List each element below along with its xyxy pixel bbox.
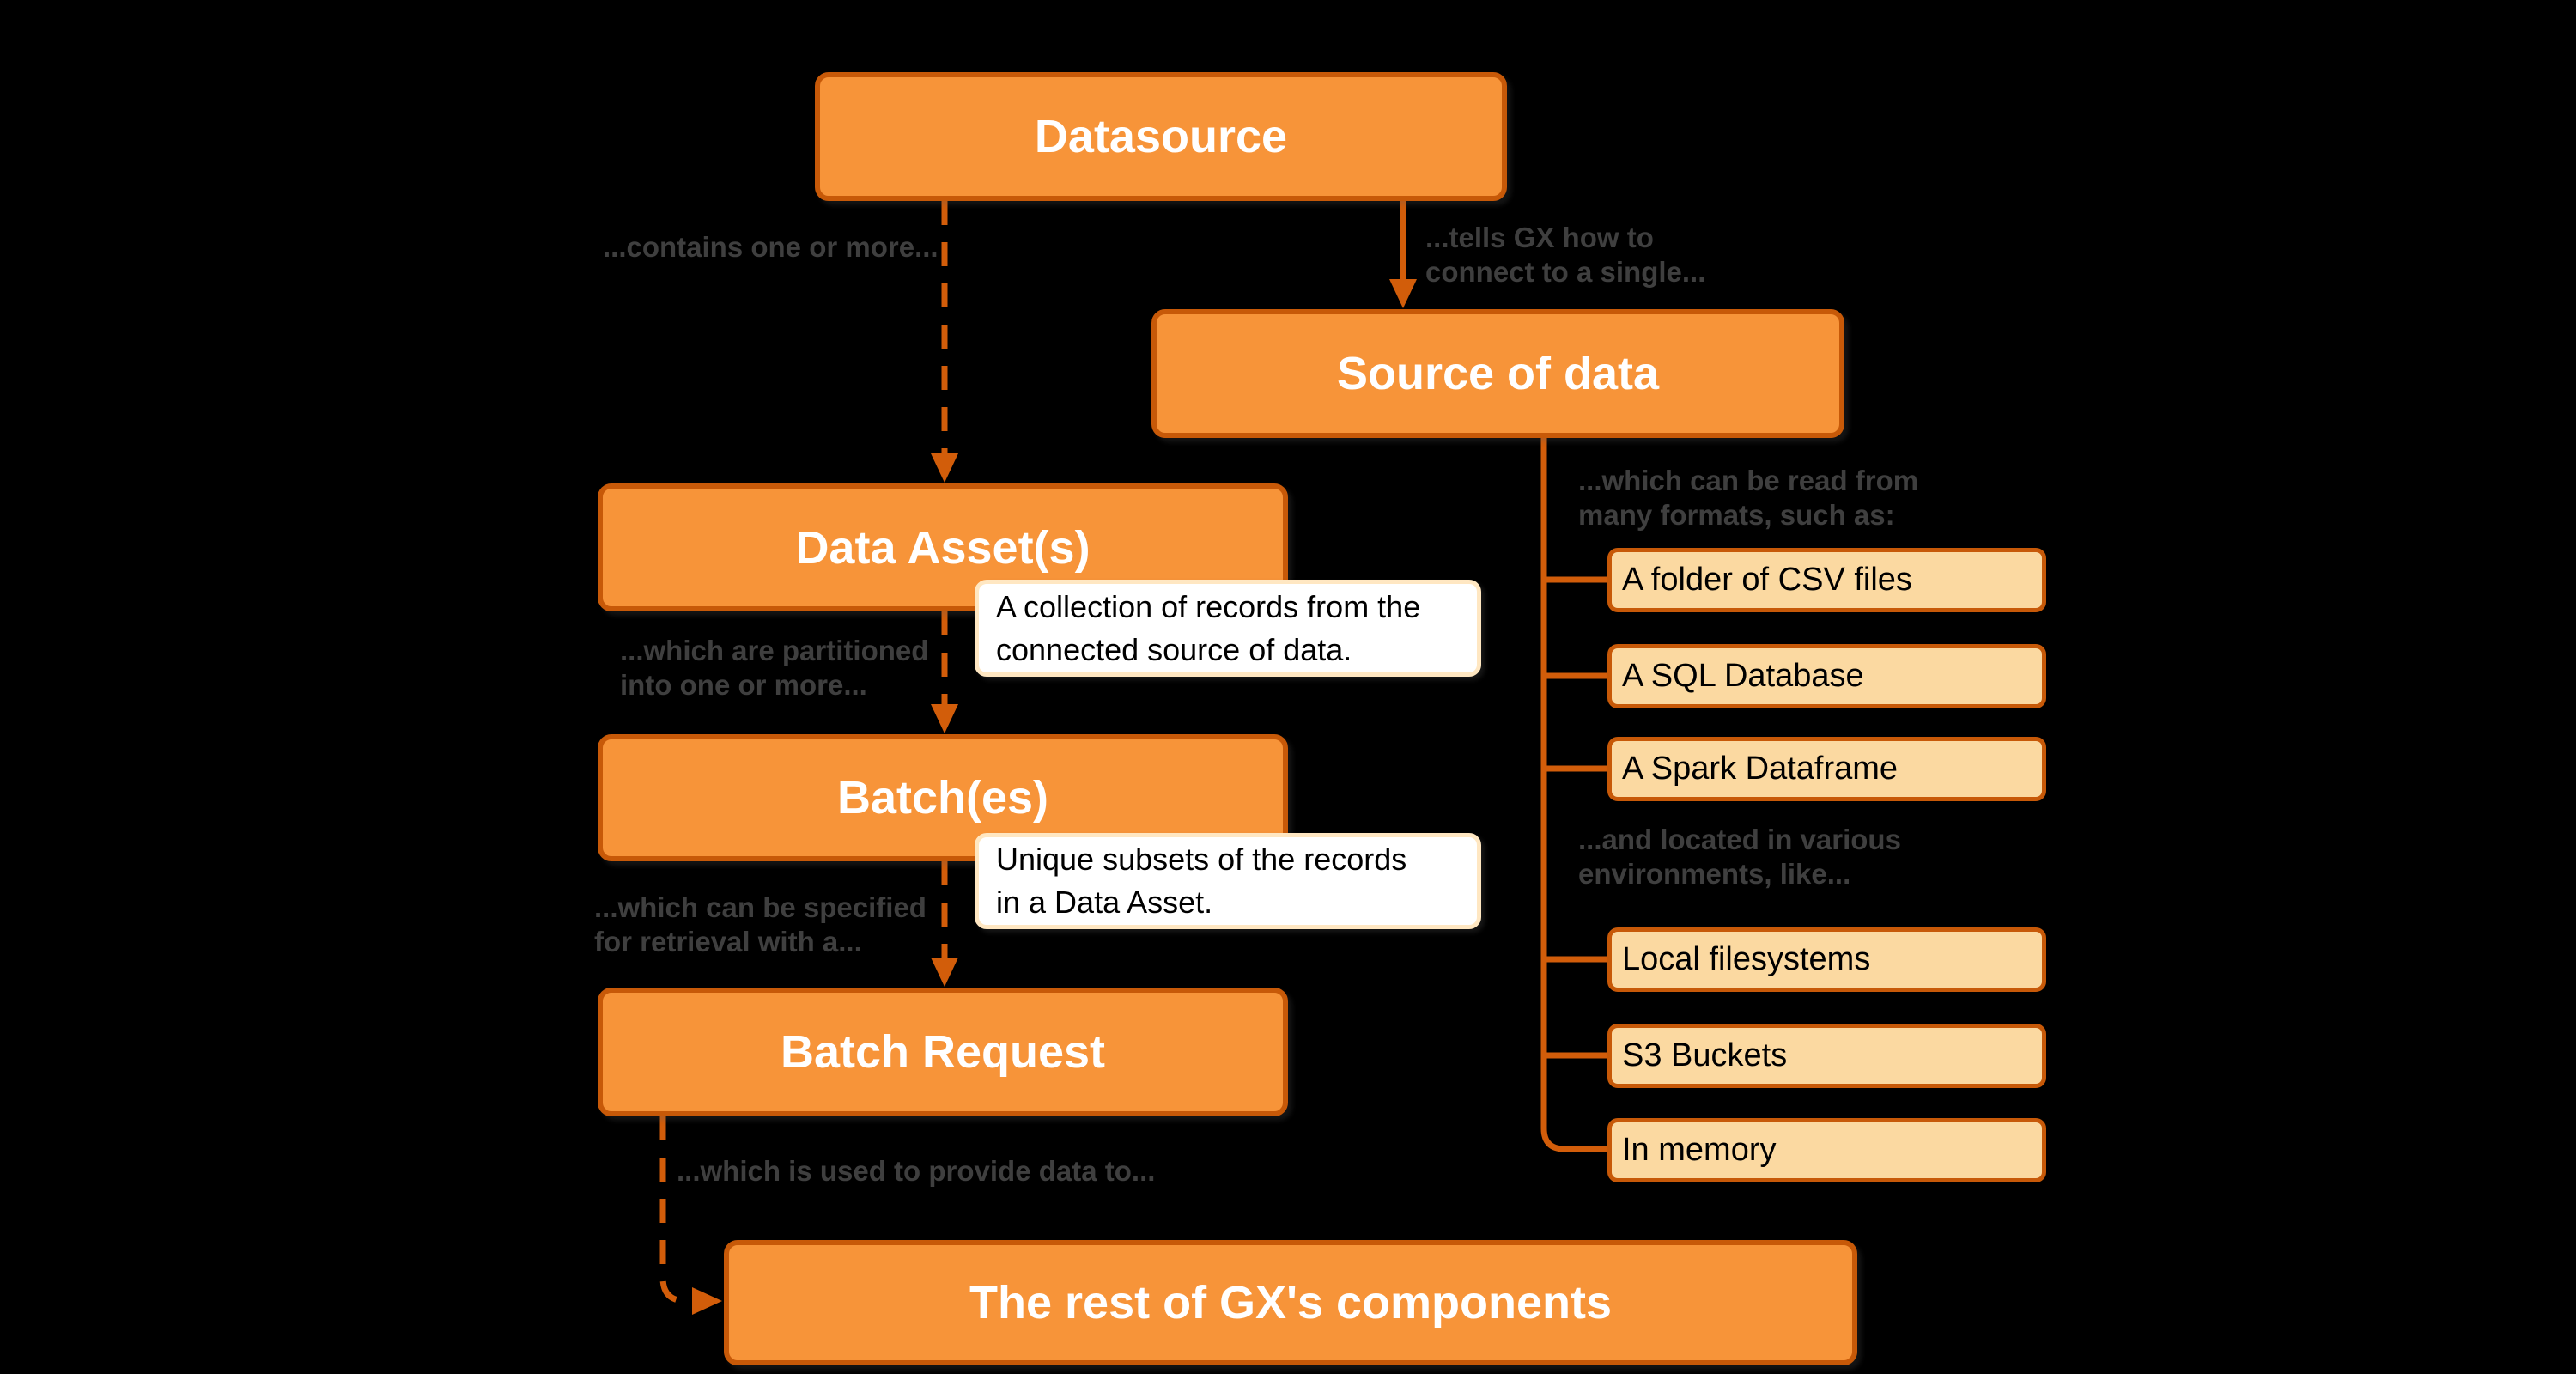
tooltip-batches-line1: Unique subsets of the records <box>996 842 1407 877</box>
tooltip-batches-line2: in a Data Asset. <box>996 885 1213 920</box>
edge-label-formats-intro: ...which can be read from many formats, … <box>1578 465 1919 531</box>
node-batch-request: Batch Request <box>598 988 1288 1116</box>
edge-datasource-to-source-of-data <box>1389 201 1417 308</box>
leaf-sql-database: A SQL Database <box>1607 644 2046 708</box>
edge-source-of-data-tree <box>1540 438 1607 1152</box>
tooltip-batches: Unique subsets of the records in a Data … <box>975 833 1481 929</box>
tooltip-data-assets: A collection of records from the connect… <box>975 580 1481 677</box>
edge-label-specified: ...which can be specified for retrieval … <box>594 891 927 958</box>
leaf-spark-dataframe: A Spark Dataframe <box>1607 737 2046 801</box>
arrowhead-icon <box>692 1287 722 1315</box>
node-source-of-data: Source of data <box>1151 309 1844 438</box>
arrowhead-icon <box>1389 279 1417 308</box>
edge-batches-to-batch-request <box>931 861 958 987</box>
edge-datasource-to-data-assets <box>931 201 958 483</box>
arrowhead-icon <box>931 704 958 733</box>
node-datasource: Datasource <box>815 72 1507 201</box>
arrowhead-icon <box>931 453 958 483</box>
edge-label-environments-intro: ...and located in various environments, … <box>1578 824 1901 890</box>
tooltip-data-assets-line1: A collection of records from the <box>996 588 1421 624</box>
arrowhead-icon <box>931 958 958 987</box>
leaf-s3-buckets: S3 Buckets <box>1607 1024 2046 1088</box>
leaf-in-memory: In memory <box>1607 1118 2046 1182</box>
node-batches: Batch(es) <box>598 734 1288 861</box>
edge-data-assets-to-batches <box>931 611 958 733</box>
tooltip-data-assets-line2: connected source of data. <box>996 631 1352 667</box>
node-rest-of-gx: The rest of GX's components <box>724 1240 1857 1365</box>
edge-label-partitioned: ...which are partitioned into one or mor… <box>620 635 929 701</box>
edge-batch-request-to-rest-of-gx <box>659 1116 722 1315</box>
edge-label-provide: ...which is used to provide data to... <box>677 1155 1156 1187</box>
edge-label-contains: ...contains one or more... <box>603 231 939 263</box>
leaf-csv-files: A folder of CSV files <box>1607 548 2046 612</box>
edge-label-tells: ...tells GX how to connect to a single..… <box>1425 222 1706 288</box>
leaf-local-filesystems: Local filesystems <box>1607 927 2046 992</box>
